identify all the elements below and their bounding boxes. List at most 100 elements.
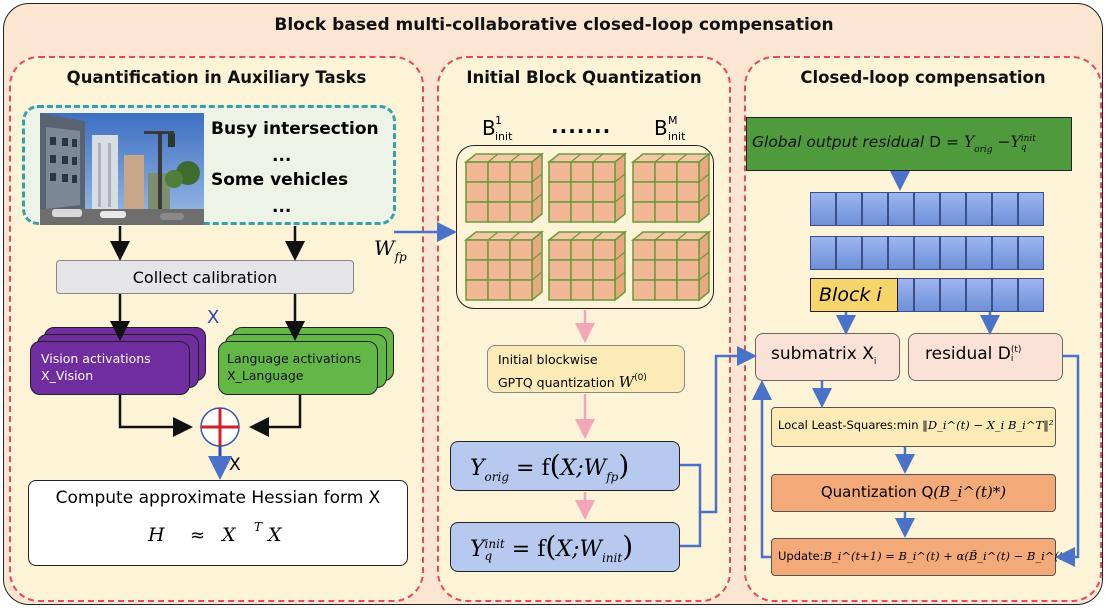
- quantization-label: Quantization Q(B_i^(t)*): [771, 483, 1056, 501]
- matrix-cell: [992, 236, 1018, 270]
- residual-text: residual D: [925, 344, 1011, 364]
- residual-sup: (t): [1010, 345, 1022, 355]
- wfp-sub: fp: [394, 250, 407, 264]
- vision-activations-box: Vision activations X_Vision: [30, 341, 190, 395]
- global-y: Y: [963, 133, 975, 151]
- block-cube: [547, 230, 628, 302]
- update-box: [771, 538, 1056, 576]
- quant-formula: (B_i^(t)*): [933, 483, 1007, 501]
- lsq-formula: ‖D_i^(t) − X_i B_i^T‖²: [922, 418, 1054, 432]
- matrix-cell: [1018, 278, 1044, 312]
- lsq-text: Local Least-Squares:min: [778, 418, 919, 432]
- block-cube: [547, 152, 628, 224]
- vision-line1: Vision activations: [41, 351, 151, 366]
- global-q: q: [1020, 143, 1027, 153]
- matrix-cell: [1018, 192, 1044, 226]
- matrix-cell: [836, 236, 862, 270]
- matrix-cell: [940, 236, 966, 270]
- global-eq: =: [946, 133, 959, 151]
- update-formula: B_i^(t+1) = B_i^(t) + α(B̃_i^(t) − B_i^(…: [823, 549, 1073, 563]
- hessian-X2: X: [268, 524, 282, 546]
- yinit-x: X;W: [556, 537, 602, 562]
- yorig-y: Y: [470, 456, 485, 481]
- matrix-cell: [836, 192, 862, 226]
- bm-main: B: [654, 116, 668, 140]
- yorig-wsub: fp: [606, 470, 619, 484]
- least-squares-label: Local Least-Squares:min ‖D_i^(t) − X_i B…: [778, 418, 1054, 432]
- wfp-label: Wfp: [374, 236, 407, 264]
- matrix-cell: [888, 192, 914, 226]
- residual-label: residual D(t)i: [925, 344, 1021, 364]
- bm-sup: M: [668, 114, 678, 127]
- matrix-cell: [914, 236, 940, 270]
- caption-line1: Busy intersection: [211, 119, 379, 139]
- hessian-line1: Compute approximate Hessian form X: [55, 488, 381, 508]
- yinit-close: ): [622, 530, 634, 563]
- matrix-cell: [940, 278, 966, 312]
- caption-line2: Some vehicles: [211, 170, 349, 190]
- matrix-cell: [992, 278, 1018, 312]
- plus-circle-icon: [200, 407, 240, 447]
- left-flow-arrows: [110, 226, 305, 437]
- bm-sub: init: [668, 130, 686, 143]
- panel-right-title: Closed-loop compensation: [800, 68, 1046, 87]
- yinit-wsub: init: [601, 551, 623, 565]
- wfp-main: W: [374, 236, 395, 260]
- language-line1: Language activations: [227, 351, 362, 366]
- block-cube: [631, 230, 712, 302]
- quant-text: Quantization Q: [820, 483, 934, 501]
- b1-sub: init: [495, 130, 513, 143]
- language-line2: X_Language: [227, 368, 304, 383]
- matrix-cell: [914, 278, 940, 312]
- global-init: init: [1020, 134, 1036, 144]
- panel-middle-title: Initial Block Quantization: [466, 68, 702, 87]
- global-orig: orig: [974, 145, 993, 155]
- right-flow-arrows: [752, 171, 1080, 567]
- yinit-ysub: q: [484, 549, 493, 563]
- yinit-ysup: init: [484, 537, 505, 551]
- global-text: Global output residual: [752, 133, 925, 151]
- x-mark-label: X: [207, 307, 220, 328]
- y-orig-formula: Yorig = f(X;Wfp): [470, 449, 629, 484]
- update-text: Update:: [778, 549, 824, 563]
- global-d: D: [929, 133, 942, 151]
- hessian-approx: ≈: [190, 525, 206, 546]
- vision-line2: X_Vision: [41, 368, 94, 383]
- gptq-w: W: [618, 373, 635, 391]
- block-i-cell: Block i: [810, 278, 898, 312]
- y-init-box: [450, 522, 680, 572]
- matrix-cell: [940, 192, 966, 226]
- yinit-open: (: [545, 530, 557, 563]
- street-photo-image: [40, 113, 204, 225]
- global-residual-box: [746, 117, 1072, 171]
- matrix-cell: [914, 192, 940, 226]
- hessian-box: [28, 480, 408, 566]
- y-orig-box: [450, 441, 680, 491]
- hessian-T: T: [254, 520, 263, 534]
- caption-dots2: ...: [272, 197, 292, 217]
- least-squares-box: [771, 407, 1056, 447]
- language-activations-box: Language activations X_Language: [218, 341, 378, 395]
- matrix-cell: [888, 236, 914, 270]
- global-y2: Y: [1010, 133, 1021, 151]
- matrix-cell: [810, 192, 836, 226]
- matrix-cell: [810, 236, 836, 270]
- yorig-x: X;W: [560, 456, 607, 481]
- block-dots: .......: [551, 114, 612, 138]
- b1-sup: 1: [495, 114, 502, 127]
- main-title: Block based multi-collaborative closed-l…: [274, 15, 834, 35]
- yorig-open: (: [549, 449, 561, 482]
- gptq-box: Initial blockwise GPTQ quantization W(0): [487, 345, 685, 393]
- yinit-y: Y: [470, 537, 485, 562]
- submatrix-box: [755, 333, 900, 381]
- block-cube: [464, 230, 545, 302]
- hessian-H: H: [148, 524, 165, 546]
- matrix-cell: [1018, 236, 1044, 270]
